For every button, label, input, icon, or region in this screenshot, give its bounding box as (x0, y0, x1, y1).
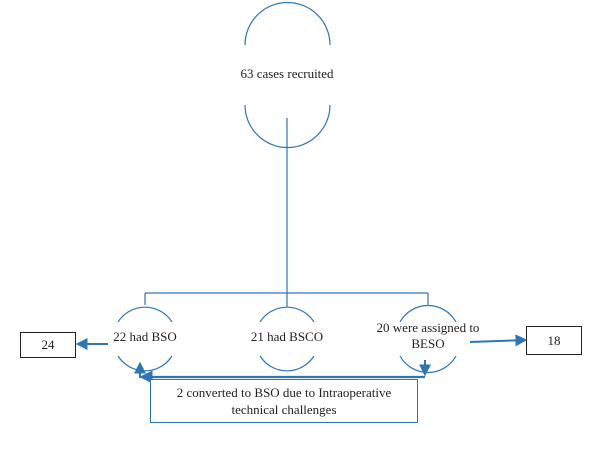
arrow-to-beso-count (469, 334, 528, 347)
bso-count-box: 24 (20, 332, 76, 358)
bso-node-label: 22 had BSO (113, 329, 177, 344)
recruited-node-label: 63 cases recruited (240, 66, 334, 81)
conversion-note-line2: technical challenges (231, 402, 337, 417)
bsco-node-outline (259, 306, 315, 372)
bso-count-value: 24 (41, 337, 55, 352)
conversion-note-line1: 2 converted to BSO due to Intraoperative (176, 385, 392, 400)
beso-node-label: 20 were assigned to BESO (360, 320, 496, 352)
beso-node-label-line2: BESO (411, 336, 445, 351)
beso-count-value: 18 (547, 332, 561, 348)
beso-count-box: 18 (526, 326, 582, 355)
beso-node-label-line1: 20 were assigned to (376, 320, 480, 335)
bsco-node-label: 21 had BSCO (250, 329, 324, 344)
conversion-note-box: 2 converted to BSO due to Intraoperative… (150, 379, 418, 423)
